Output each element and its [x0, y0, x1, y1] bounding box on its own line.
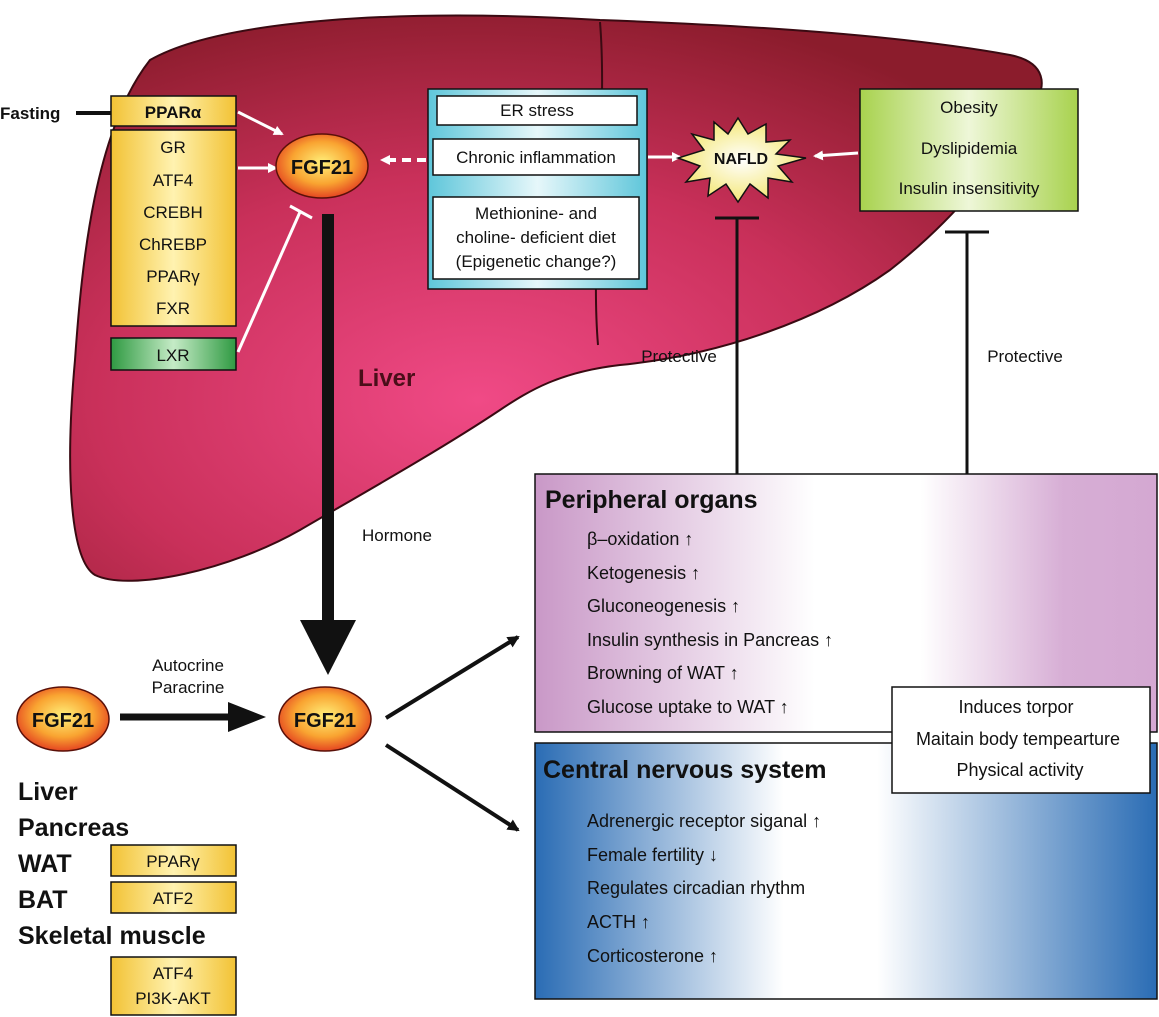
transcription-factors-box	[110, 129, 237, 327]
cns-item-acth: ACTH ↑	[587, 912, 650, 932]
muscle-factors-box	[110, 956, 237, 1016]
nafld-burst	[675, 116, 807, 204]
chronic-inflammation-label: Chronic inflammation	[456, 148, 616, 167]
liver-fgf21-label: FGF21	[291, 157, 353, 179]
hormone-arrow-head	[300, 620, 356, 675]
factor-chrebp: ChREBP	[139, 235, 207, 254]
target-fgf21-node	[278, 686, 372, 752]
autocrine-arrow-head	[228, 702, 266, 732]
tissue-liver: Liver	[18, 778, 78, 806]
tissue-bat: BAT	[18, 886, 68, 914]
ppara-label: PPARα	[145, 103, 202, 122]
protective-label-2: Protective	[987, 347, 1063, 366]
diet-box	[432, 196, 640, 280]
tissue-pancreas: Pancreas	[18, 814, 129, 842]
fgf21-to-cns-arrow	[384, 743, 520, 832]
diet-line-2: choline- deficient diet	[456, 228, 616, 247]
peripheral-item-browning-wat: Browning of WAT ↑	[587, 663, 739, 683]
wat-factor-box	[110, 844, 237, 877]
peripheral-item-beta-oxidation: β–oxidation ↑	[587, 529, 693, 549]
fasting-label: Fasting	[0, 104, 60, 123]
callout-body-temperature: Maitain body tempearture	[916, 729, 1120, 749]
peripheral-item-insulin-synthesis: Insulin synthesis in Pancreas ↑	[587, 630, 833, 650]
fgf21-to-peripheral-arrow	[384, 635, 520, 720]
muscle-factor-pi3k-akt: PI3K-AKT	[135, 989, 211, 1008]
lxr-inhibition-line	[236, 211, 302, 353]
wat-factor-label: PPARγ	[146, 852, 200, 871]
peripheral-item-glucose-uptake: Glucose uptake to WAT ↑	[587, 697, 789, 717]
nafld-label: NAFLD	[714, 151, 768, 168]
ppara-to-fgf21-arrow	[237, 110, 284, 136]
factor-atf4: ATF4	[153, 171, 193, 190]
autocrine-label: Autocrine	[152, 656, 224, 675]
risk-to-nafld-arrow	[813, 150, 859, 161]
cns-item-corticosterone: Corticosterone ↑	[587, 946, 718, 966]
risk-factors-box	[859, 88, 1079, 212]
hormone-label: Hormone	[362, 526, 432, 545]
ppara-box	[110, 95, 237, 127]
factor-crebh: CREBH	[143, 203, 203, 222]
chronic-inflammation-box	[432, 138, 640, 176]
cns-title: Central nervous system	[543, 756, 826, 784]
tissue-skeletal-muscle: Skeletal muscle	[18, 922, 206, 950]
paracrine-label: Paracrine	[152, 678, 225, 697]
liver-fgf21-node	[275, 133, 369, 199]
er-stress-box	[436, 95, 638, 126]
protective-label-1: Protective	[641, 347, 717, 366]
risk-obesity: Obesity	[940, 98, 998, 117]
peripheral-title: Peripheral organs	[545, 486, 758, 514]
lxr-label: LXR	[156, 346, 189, 365]
er-stress-label: ER stress	[500, 101, 574, 120]
cns-item-female-fertility: Female fertility ↓	[587, 845, 718, 865]
factor-gr: GR	[160, 138, 186, 157]
callout-physical-activity: Physical activity	[956, 760, 1083, 780]
risk-insulin-insensitivity: Insulin insensitivity	[899, 179, 1040, 198]
cns-item-adrenergic: Adrenergic receptor siganal ↑	[587, 811, 821, 831]
bat-factor-box	[110, 881, 237, 914]
lxr-box	[110, 337, 237, 371]
factor-fxr: FXR	[156, 299, 190, 318]
cns-callout-box	[891, 686, 1151, 794]
diet-line-3: (Epigenetic change?)	[456, 252, 617, 271]
peripheral-item-gluconeogenesis: Gluconeogenesis ↑	[587, 596, 740, 616]
liver-label: Liver	[358, 365, 415, 392]
tissue-wat: WAT	[18, 850, 72, 878]
peripheral-item-ketogenesis: Ketogenesis ↑	[587, 563, 700, 583]
bat-factor-label: ATF2	[153, 889, 193, 908]
lxr-inhibition-bar	[289, 204, 313, 220]
diet-line-1: Methionine- and	[475, 204, 597, 223]
muscle-factor-atf4: ATF4	[153, 964, 193, 983]
source-fgf21-label: FGF21	[32, 710, 94, 732]
callout-torpor: Induces torpor	[958, 697, 1073, 717]
source-fgf21-node	[16, 686, 110, 752]
risk-dyslipidemia: Dyslipidemia	[921, 139, 1018, 158]
factor-pparg: PPARγ	[146, 267, 200, 286]
cns-item-circadian: Regulates circadian rhythm	[587, 878, 805, 898]
target-fgf21-label: FGF21	[294, 710, 356, 732]
